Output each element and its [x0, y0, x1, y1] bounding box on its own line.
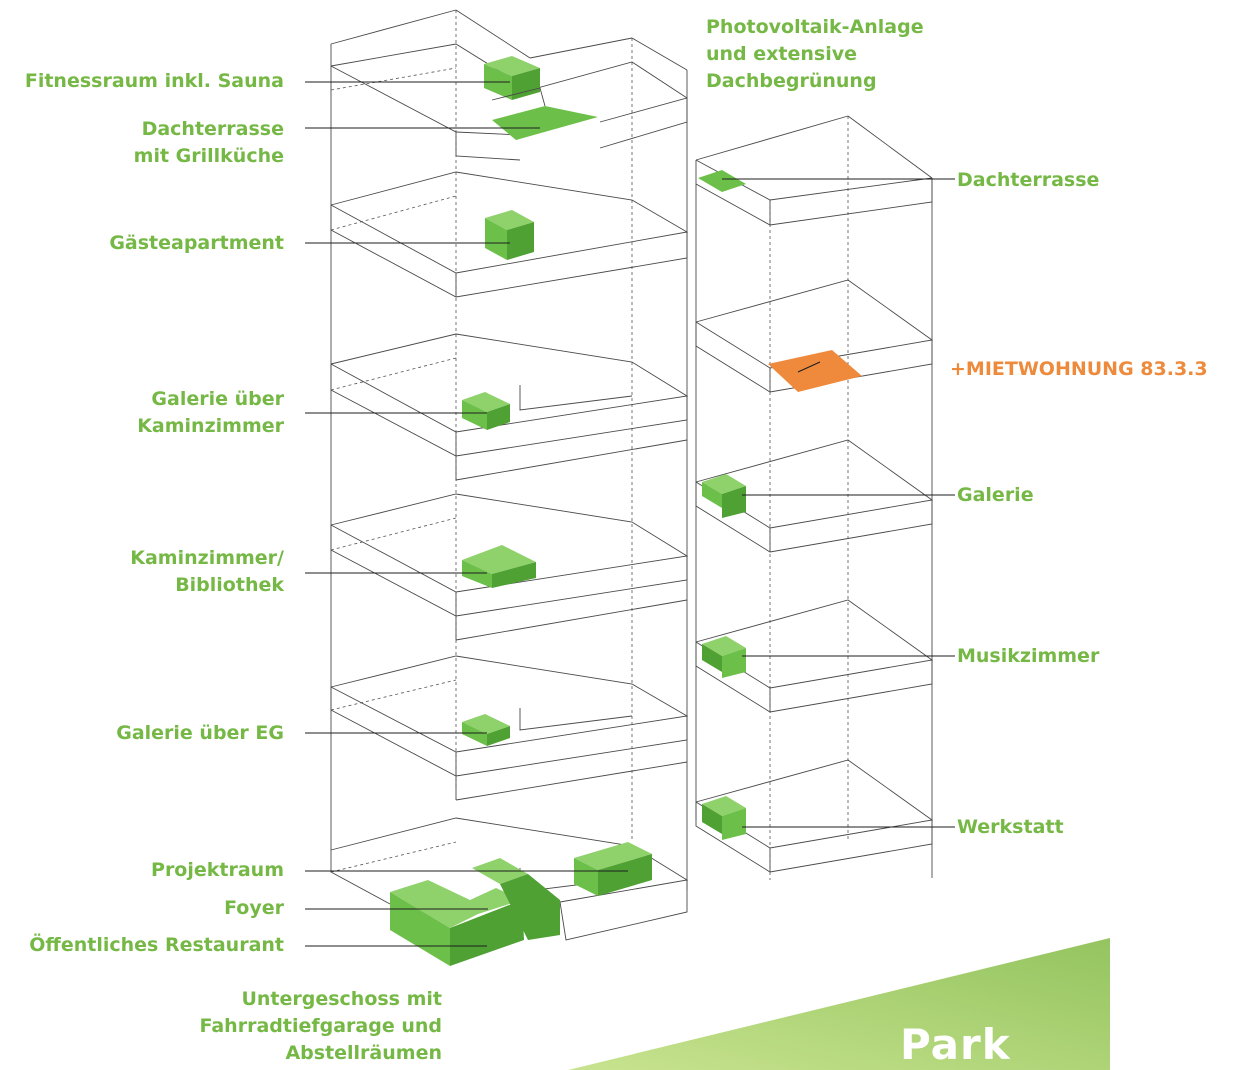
label-musikzimmer: Musikzimmer	[957, 645, 1100, 667]
park-area	[568, 938, 1110, 1070]
park-label: Park	[900, 1020, 1011, 1069]
label-werkstatt: Werkstatt	[957, 816, 1064, 838]
left-slab-2	[330, 171, 689, 298]
left-slab-4	[330, 493, 689, 641]
right-slab-2	[695, 279, 934, 393]
room-galerie-kamin	[462, 392, 510, 430]
right-tower	[695, 115, 934, 880]
label-foyer: Foyer	[224, 897, 284, 919]
label-mietwohnung: +MIETWOHNUNG 83.3.3	[950, 358, 1208, 380]
right-slab-4	[695, 599, 934, 713]
right-slab-3	[695, 439, 934, 553]
label-galerie-right: Galerie	[957, 484, 1034, 506]
room-galerie-eg	[462, 714, 510, 746]
room-galerie-right	[702, 474, 746, 518]
room-werkstatt	[702, 796, 746, 840]
room-projektraum	[574, 842, 652, 896]
left-slab-3	[330, 333, 689, 481]
label-gaesteapartment: Gästeapartment	[109, 232, 284, 254]
label-restaurant: Öffentliches Restaurant	[29, 934, 284, 956]
right-slab-roof	[695, 159, 933, 226]
left-slab-5	[330, 655, 689, 801]
room-kaminzimmer	[462, 545, 536, 588]
room-dachterrasse-grill	[491, 87, 598, 140]
room-musikzimmer	[702, 636, 746, 678]
room-gaesteapartment	[485, 210, 534, 260]
label-projektraum: Projektraum	[151, 859, 284, 881]
label-kaminzimmer: Kaminzimmer/Bibliothek	[130, 547, 284, 596]
leader-lines	[305, 81, 955, 947]
room-mietwohnung	[768, 350, 862, 392]
label-galerie-eg: Galerie über EG	[116, 722, 284, 744]
left-tower	[330, 9, 689, 966]
label-fitness: Fitnessraum inkl. Sauna	[24, 70, 284, 92]
leader-mietwohnung	[797, 361, 821, 373]
room-fitness	[484, 56, 540, 100]
room-foyer-restaurant	[390, 858, 560, 966]
label-dachterrasse-right: Dachterrasse	[957, 169, 1100, 191]
room-dachterrasse-right	[698, 170, 746, 192]
